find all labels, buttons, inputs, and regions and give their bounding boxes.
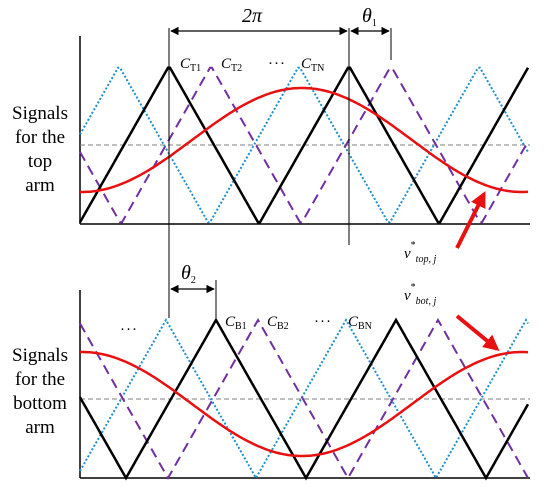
theta2-subscript: 2: [191, 275, 196, 286]
period-label: 2π: [242, 5, 263, 27]
theta1-symbol: θ: [362, 5, 372, 27]
theta2-label: θ2: [181, 262, 196, 286]
top-reference-arrow: [455, 191, 486, 249]
bottom-carrier-label-2: CB2: [267, 314, 289, 332]
top-panel: 2π θ1 CT1 CT2 ··· CTN v*top, j: [78, 5, 530, 318]
bottom-arm-label-line1: Signals: [12, 345, 68, 366]
bottom-carrier-label-n: CBN: [348, 314, 372, 332]
bottom-arm-label-line4: arm: [25, 417, 55, 438]
bottom-carrier-1-wave: [78, 317, 530, 481]
bottom-arm-label-line2: for the: [14, 369, 66, 390]
top-arm-label-line1: Signals: [12, 103, 68, 124]
bottom-arm-label: Signals for the bottom arm: [0, 344, 80, 440]
top-carrier-n-wave: [79, 66, 529, 224]
bottom-arm-label-line3: bottom: [13, 393, 67, 414]
top-arm-label-line3: top: [27, 151, 53, 172]
bottom-carrier-ellipsis: ···: [314, 314, 332, 330]
top-reference-label: v*top, j: [404, 240, 436, 265]
top-carrier-label-2: CT2: [221, 56, 242, 74]
bottom-panel: ··· CB1 CB2 ··· CBN v*bot, j: [78, 282, 530, 481]
top-arm-label-line2: for the: [14, 127, 66, 148]
bottom-carrier-ellipsis-left: ···: [120, 322, 138, 338]
bottom-carrier-2-wave: [79, 317, 529, 481]
bottom-reference-label: v*bot, j: [404, 282, 436, 307]
top-arm-label: Signals for the top arm: [0, 102, 80, 198]
theta1-label: θ1: [362, 5, 377, 29]
top-carrier-1-wave: [78, 66, 530, 224]
top-carrier-ellipsis: ···: [268, 56, 286, 72]
top-carrier-2-wave: [79, 66, 529, 224]
top-carrier-label-n: CTN: [301, 56, 324, 74]
bottom-reference-wave: [80, 350, 529, 458]
top-arm-label-line4: arm: [25, 175, 55, 196]
top-carrier-label-1: CT1: [180, 56, 201, 74]
top-reference-wave: [80, 86, 529, 194]
theta2-symbol: θ: [181, 262, 191, 284]
bottom-reference-arrow: [455, 314, 500, 352]
bottom-carrier-n-wave: [79, 317, 529, 481]
theta1-subscript: 1: [372, 18, 377, 29]
bottom-carrier-label-1: CB1: [225, 314, 247, 332]
